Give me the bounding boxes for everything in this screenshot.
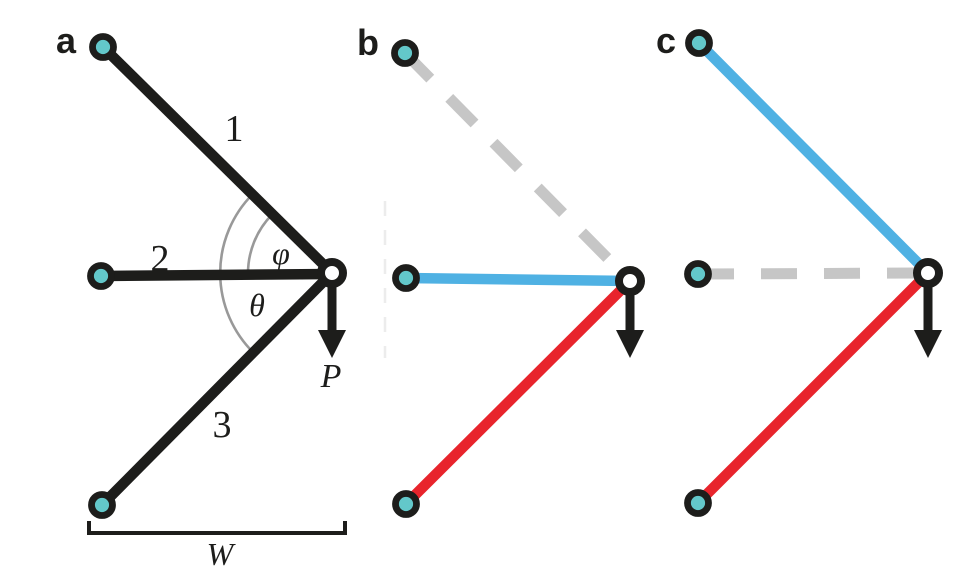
member-1-tension-bar [695,39,932,277]
loaded-joint-node [615,266,645,296]
member-3-bar [98,269,336,509]
member-2-bar [100,268,333,282]
width-bracket [87,521,347,535]
angle-theta-label: θ [249,287,265,323]
support-node-bottom [684,489,712,517]
member-1-bar [99,43,336,277]
angle-phi-label: φ [272,235,290,271]
loaded-joint-node [913,258,943,288]
load-arrow-head-icon [616,330,644,358]
panel-b-label: b [357,22,379,63]
panel-a: a 1 2 3 φ θ P W [56,20,347,572]
panel-b: b [357,22,645,518]
member-1-label: 1 [225,108,244,150]
support-node-bottom [88,491,116,519]
support-node-middle [87,262,115,290]
support-node-middle [392,264,420,292]
support-node-top [391,39,419,67]
angle-arc-phi [246,213,274,275]
member-3-label: 3 [213,404,232,446]
panel-c: c [656,20,943,517]
member-2-tension-bar [405,272,631,287]
loaded-joint-node [317,258,347,288]
support-node-bottom [392,490,420,518]
member-3-compression-bar [402,277,634,508]
panel-c-label: c [656,20,676,61]
width-w-label: W [207,536,237,572]
member-1-removed-bar [401,49,634,285]
load-p-label: P [320,358,342,395]
load-arrow-head-icon [914,330,942,358]
member-3-compression-bar [694,269,932,507]
load-arrow-head-icon [318,330,346,358]
member-2-removed-bar [697,267,929,280]
support-node-top [89,33,117,61]
panel-a-label: a [56,20,77,61]
member-2-label: 2 [151,238,170,280]
support-node-middle [684,260,712,288]
support-node-top [685,29,713,57]
